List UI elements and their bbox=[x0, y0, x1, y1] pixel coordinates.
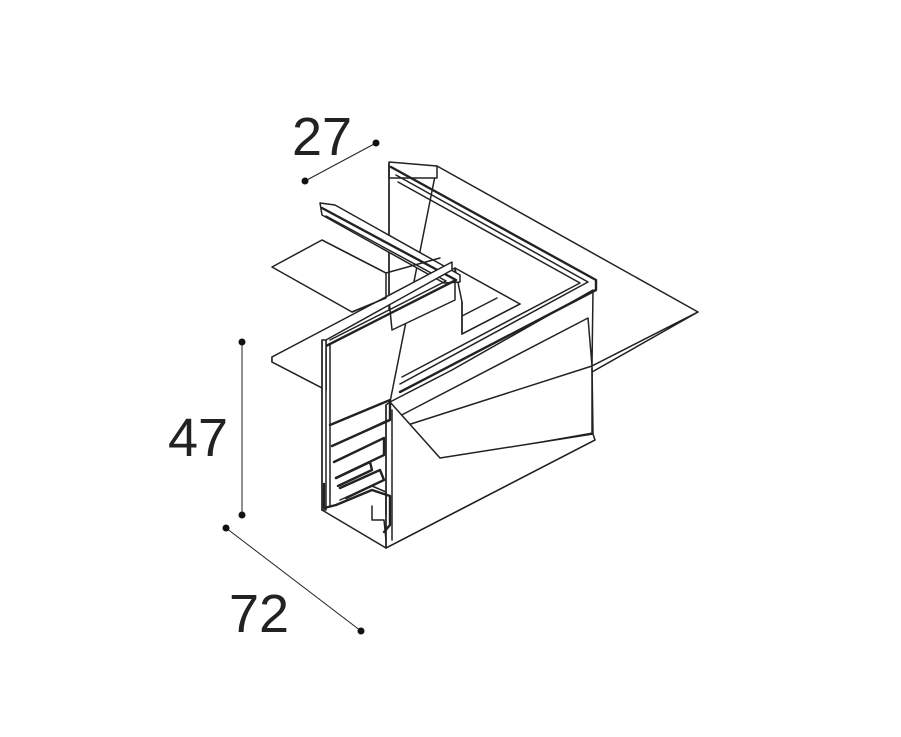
rail-groove-outer bbox=[389, 165, 598, 394]
top-plate-edge-2 bbox=[385, 257, 441, 274]
dimension-width-line bbox=[304, 142, 377, 182]
dimension-length-label: 72 bbox=[229, 584, 289, 644]
inner-corner-diag-2 bbox=[461, 297, 498, 317]
inner-corner-diag bbox=[461, 303, 521, 335]
left-arm-upper-plate bbox=[271, 239, 387, 313]
profile-middle-lip bbox=[331, 419, 389, 447]
left-arm-rail-groove bbox=[320, 206, 458, 348]
left-channel-bottom bbox=[321, 509, 387, 549]
dimension-length-start-dot bbox=[222, 524, 230, 532]
connector-body bbox=[271, 161, 699, 549]
front-panel-bottom-edge bbox=[385, 439, 596, 549]
dimension-height-top-dot bbox=[238, 338, 246, 346]
dimension-length-line bbox=[225, 527, 362, 632]
profile-slot-2 bbox=[334, 460, 374, 488]
profile-bottom-channel bbox=[322, 482, 392, 534]
rail-groove-mid bbox=[397, 181, 581, 378]
dimension-length-end-dot bbox=[357, 627, 365, 635]
dimension-height-label: 47 bbox=[168, 408, 228, 468]
top-plate-edge-1 bbox=[321, 239, 387, 274]
dimension-length: 72 bbox=[222, 524, 365, 644]
dimension-height: 47 bbox=[168, 338, 246, 519]
dimension-width: 27 bbox=[292, 107, 380, 185]
profile-cross-section bbox=[322, 398, 392, 541]
left-arm-rail-groove-inner bbox=[325, 215, 447, 341]
profile-bottom-hook bbox=[371, 505, 387, 541]
dimension-width-start-dot bbox=[372, 139, 380, 147]
profile-bottom-inner bbox=[339, 485, 387, 516]
top-plate-edge-3 bbox=[351, 297, 387, 313]
rail-groove-inner bbox=[395, 174, 589, 385]
dimension-width-label: 27 bbox=[292, 107, 352, 167]
dimension-height-bottom-dot bbox=[238, 511, 246, 519]
dimension-width-end-dot bbox=[301, 177, 309, 185]
